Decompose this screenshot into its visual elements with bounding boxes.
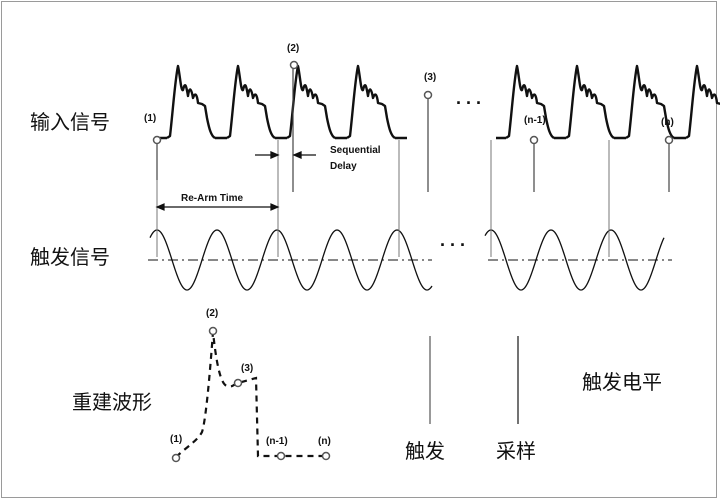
sample-marker-n-1 — [529, 135, 539, 145]
reconstructed-waveform-label: 重建波形 — [72, 390, 152, 414]
input-pulse — [625, 64, 675, 140]
input-pulse — [685, 64, 720, 139]
re-arm-time-label: Re-Arm Time — [181, 193, 243, 204]
point-label-2: (2) — [287, 43, 299, 54]
point-label-n: (n) — [661, 117, 674, 128]
input-pulse — [226, 64, 276, 140]
reconstructed-markers — [171, 326, 331, 463]
sample-marker-2 — [289, 60, 299, 70]
sequential-delay-indicator — [255, 151, 316, 159]
input-pulse — [346, 64, 396, 140]
trigger-sine-wave-left — [149, 229, 433, 291]
sequential-delay-label-2: Delay — [330, 161, 357, 172]
reconstructed-label-n-1: (n-1) — [266, 436, 288, 447]
point-label-3: (3) — [424, 72, 436, 83]
input-pulse — [286, 64, 336, 140]
input-signal-waveform — [157, 64, 720, 140]
trigger-level-label: 触发电平 — [582, 370, 662, 394]
reconstructed-marker-1 — [171, 453, 181, 463]
reconstructed-marker-n — [321, 451, 331, 461]
reconstructed-waveform — [175, 331, 325, 458]
trigger-sine-wave-right — [484, 229, 665, 291]
reconstructed-label-n: (n) — [318, 436, 331, 447]
sample-marker-1 — [152, 135, 162, 145]
reconstructed-label-3: (3) — [241, 363, 253, 374]
input-pulse — [565, 64, 615, 140]
input-signal-label: 输入信号 — [30, 110, 110, 134]
input-pulse — [166, 64, 216, 140]
point-label-1: (1) — [144, 113, 156, 124]
reconstructed-marker-n-1 — [276, 451, 286, 461]
sample-vertical-lines — [156, 68, 670, 192]
sample-marker-n — [664, 135, 674, 145]
reconstructed-label-1: (1) — [170, 434, 182, 445]
reconstructed-marker-2 — [208, 326, 218, 336]
reconstructed-marker-3 — [233, 378, 243, 388]
input-pulse — [505, 64, 555, 140]
ellipsis-mid: . . . — [440, 230, 465, 250]
sequential-delay-label-1: Sequential — [330, 145, 381, 156]
point-label-n-1: (n-1) — [524, 115, 546, 126]
ellipsis-top: . . . — [456, 88, 481, 108]
input-sample-markers — [152, 60, 674, 145]
reconstructed-label-2: (2) — [206, 308, 218, 319]
trigger-legend-label: 触发 — [405, 439, 445, 463]
sample-marker-3 — [423, 90, 433, 100]
trigger-signal-label: 触发信号 — [30, 245, 110, 269]
re-arm-time-arrow — [155, 203, 280, 211]
sample-legend-label: 采样 — [496, 439, 536, 463]
